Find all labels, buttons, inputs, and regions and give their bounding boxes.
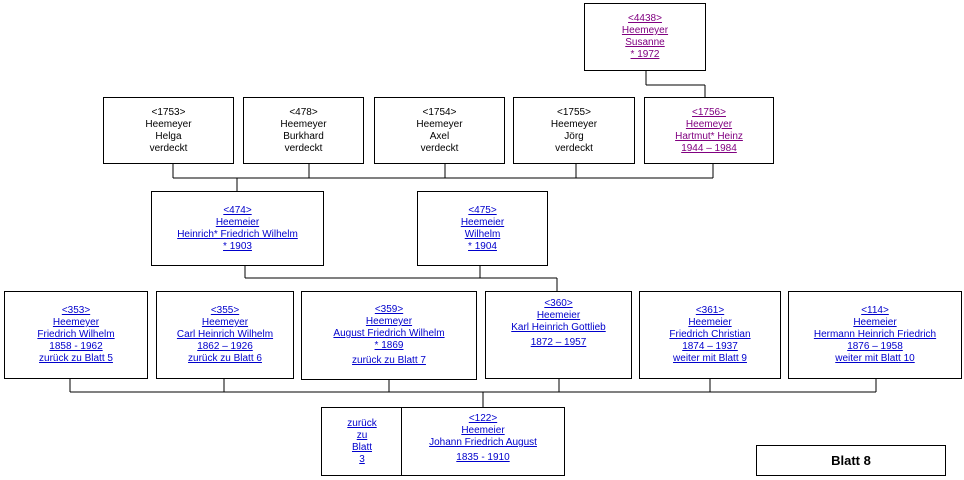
person-id[interactable]: <360> [544,298,573,309]
person-id[interactable]: <4438> [628,13,662,24]
person-box-1756[interactable]: <1756> Heemeyer Hartmut* Heinz 1944 – 19… [644,97,774,164]
person-surname: Heemeyer [550,118,598,130]
person-surname[interactable]: Heemeier [215,216,260,228]
person-box-4438[interactable]: <4438> Heemeyer Susanne * 1972 [584,3,706,71]
person-surname[interactable]: Heemeyer [365,316,413,327]
person-id[interactable]: <475> [468,204,497,216]
person-box-361[interactable]: <361> Heemeier Friedrich Christian 1874 … [639,291,781,379]
person-dates[interactable]: * 1903 [223,240,252,252]
person-box-474[interactable]: <474> Heemeier Heinrich* Friedrich Wilhe… [151,191,324,266]
person-box-1755: <1755> Heemeyer Jörg verdeckt [513,97,635,164]
back-link-word[interactable]: 3 [359,453,365,465]
person-given-name[interactable]: Hartmut* Heinz [675,130,743,142]
sheet-link[interactable]: zurück zu Blatt 6 [188,353,262,364]
person-surname: Heemeyer [145,118,192,130]
person-dates[interactable]: 1862 – 1926 [197,341,253,352]
person-given-name: Jörg [564,130,584,142]
person-given-name[interactable]: Friedrich Wilhelm [37,329,115,340]
person-surname[interactable]: Heemeier [461,425,505,436]
back-link-word[interactable]: Blatt [351,441,372,453]
person-box-355[interactable]: <355> Heemeyer Carl Heinrich Wilhelm 186… [156,291,294,379]
sheet-label: Blatt 8 [831,453,871,468]
person-dates[interactable]: 1835 - 1910 [456,452,510,463]
person-surname[interactable]: Heemeier [536,310,581,321]
person-dates: verdeckt [149,142,188,154]
person-dates[interactable]: 1872 – 1957 [530,337,587,348]
person-surname[interactable]: Heemeyer [621,25,669,36]
back-link-word[interactable]: zu [356,429,368,441]
sheet-link[interactable]: zurück zu Blatt 5 [39,353,113,364]
person-dates[interactable]: 1874 – 1937 [682,341,738,352]
person-given-name[interactable]: Carl Heinrich Wilhelm [176,329,274,340]
person-box-122[interactable]: <122> Heemeier Johann Friedrich August 1… [401,407,565,476]
person-box-475[interactable]: <475> Heemeier Wilhelm * 1904 [417,191,548,266]
person-dates: verdeckt [284,142,323,154]
person-given-name: Helga [155,130,182,142]
person-id[interactable]: <122> [468,413,498,424]
person-given-name[interactable]: Hermann Heinrich Friedrich [813,329,937,340]
person-box-114[interactable]: <114> Heemeier Hermann Heinrich Friedric… [788,291,962,379]
person-box-353[interactable]: <353> Heemeyer Friedrich Wilhelm 1858 - … [4,291,148,379]
person-dates[interactable]: * 1904 [468,240,497,252]
person-given-name[interactable]: Wilhelm [464,228,501,240]
person-surname[interactable]: Heemeier [853,317,897,328]
back-link-word[interactable]: zurück [347,417,377,429]
person-id[interactable]: <361> [695,305,725,316]
person-given-name[interactable]: Johann Friedrich August [429,437,537,448]
sheet-label-box: Blatt 8 [756,445,946,476]
person-id[interactable]: <1756> [692,106,726,118]
person-id: <1753> [151,106,186,118]
person-box-478: <478> Heemeyer Burkhard verdeckt [243,97,364,164]
back-to-sheet-3-link[interactable]: zurück zu Blatt 3 [321,407,402,476]
person-dates: verdeckt [420,142,459,154]
person-dates[interactable]: * 1869 [374,340,404,351]
person-id[interactable]: <355> [210,305,240,316]
person-surname[interactable]: Heemeyer [52,317,100,328]
person-given-name[interactable]: Susanne [625,37,665,48]
person-id: <1754> [422,106,457,118]
person-box-1753: <1753> Heemeyer Helga verdeckt [103,97,234,164]
person-box-359[interactable]: <359> Heemeyer August Friedrich Wilhelm … [301,291,477,380]
person-id: <478> [289,106,318,118]
person-given-name: Burkhard [283,130,324,142]
person-dates: verdeckt [555,142,593,154]
person-dates[interactable]: 1944 – 1984 [681,142,737,154]
person-given-name[interactable]: August Friedrich Wilhelm [333,328,445,339]
person-surname[interactable]: Heemeyer [685,118,733,130]
person-surname[interactable]: Heemeyer [201,317,249,328]
sheet-link[interactable]: weiter mit Blatt 10 [835,353,915,364]
sheet-link[interactable]: zurück zu Blatt 7 [352,355,426,366]
person-surname[interactable]: Heemeier [460,216,505,228]
person-box-1754: <1754> Heemeyer Axel verdeckt [374,97,505,164]
person-id[interactable]: <474> [223,204,252,216]
person-given-name: Axel [429,130,450,142]
person-id: <1755> [557,106,591,118]
sheet-link[interactable]: weiter mit Blatt 9 [673,353,747,364]
person-surname: Heemeyer [416,118,463,130]
person-id[interactable]: <114> [861,305,889,316]
person-dates[interactable]: * 1972 [630,49,660,60]
person-surname[interactable]: Heemeier [688,317,732,328]
person-box-360[interactable]: <360> Heemeier Karl Heinrich Gottlieb 18… [485,291,632,379]
person-surname: Heemeyer [280,118,327,130]
person-id[interactable]: <359> [374,304,404,315]
person-given-name[interactable]: Heinrich* Friedrich Wilhelm [177,228,298,240]
person-dates[interactable]: 1876 – 1958 [847,341,903,352]
person-given-name[interactable]: Karl Heinrich Gottlieb [511,322,606,333]
person-id[interactable]: <353> [61,305,91,316]
person-dates[interactable]: 1858 - 1962 [49,341,103,352]
person-given-name[interactable]: Friedrich Christian [669,329,751,340]
